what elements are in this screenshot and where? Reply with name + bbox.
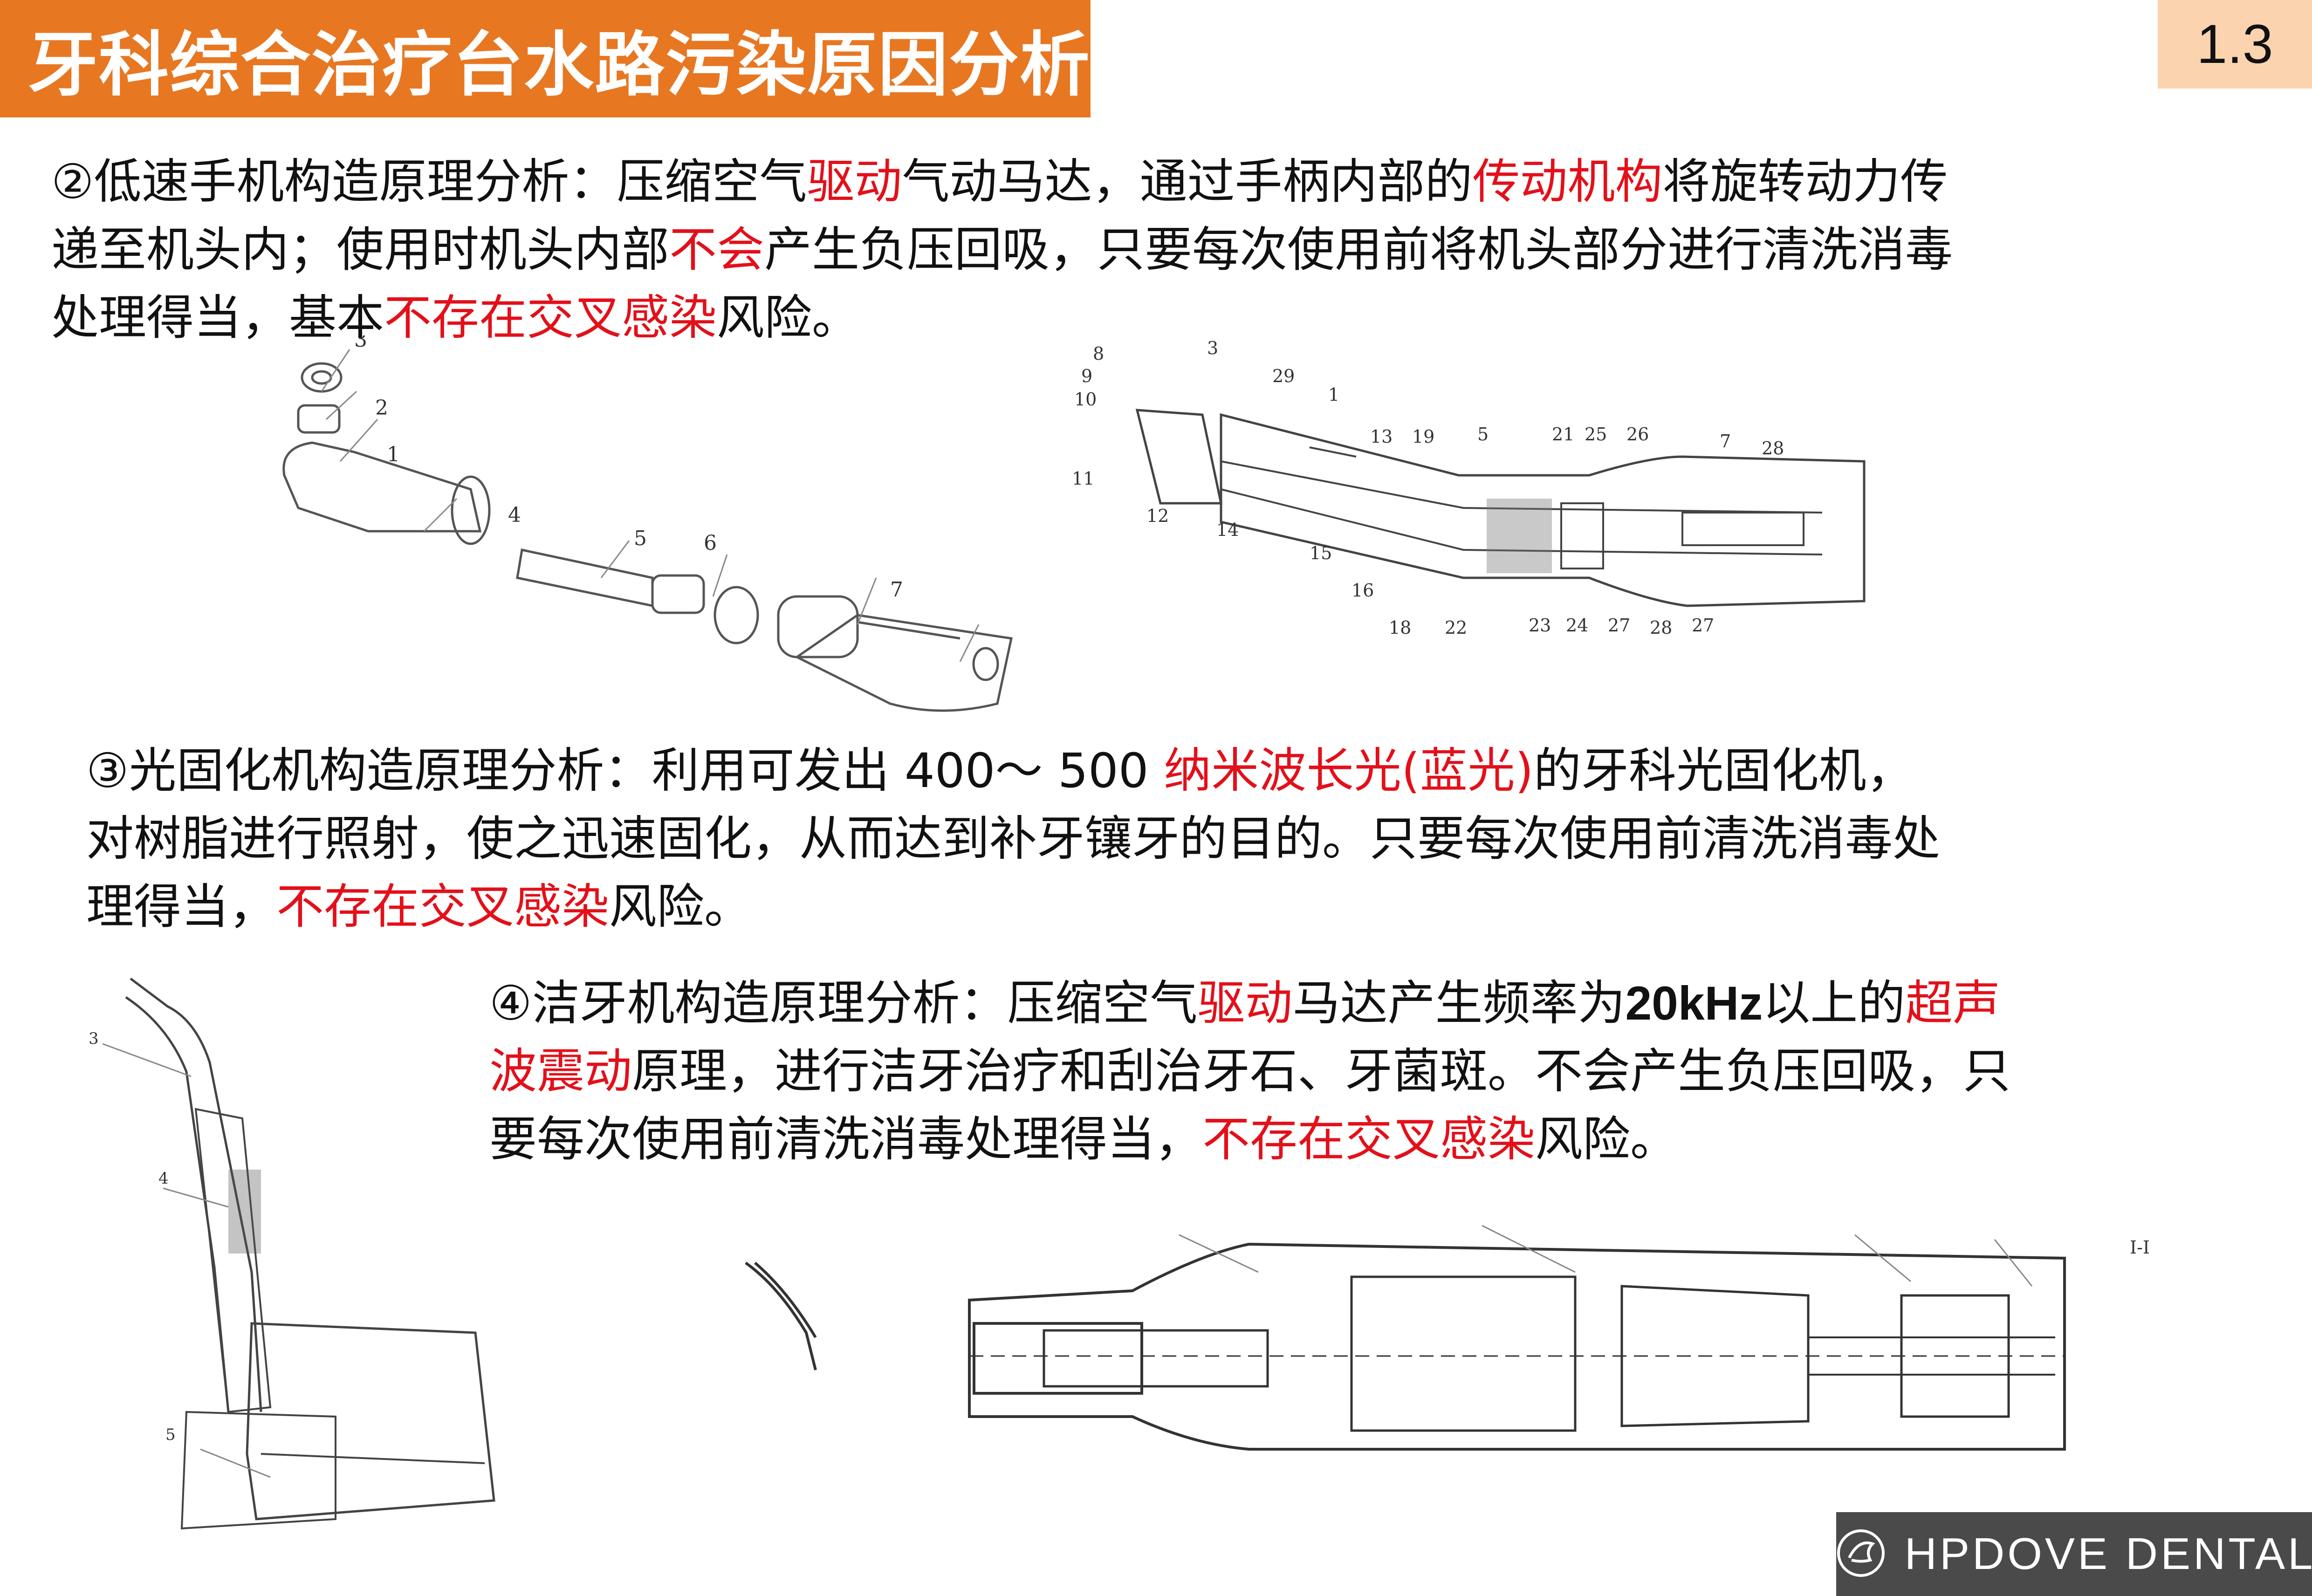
label-27: 27: [1692, 615, 1714, 636]
section-ultrasonic-scaler: ④洁牙机构造原理分析：压缩空气驱动马达产生频率为20kHz以上的超声 波震动原理…: [489, 969, 2010, 1174]
label-3: 3: [1207, 338, 1218, 358]
section-low-speed-handpiece: ②低速手机构造原理分析：压缩空气驱动气动马达，通过手柄内部的传动机构将旋转动力传…: [51, 148, 1953, 352]
text-line: ③光固化机构造原理分析：利用可发出 400～ 500 纳米波长光(蓝光)的牙科光…: [86, 743, 1914, 799]
text-line: ④洁牙机构造原理分析：压缩空气驱动马达产生频率为20kHz以上的超声: [489, 976, 2001, 1031]
ultrasonic-scaler-diagram: I-I: [736, 1216, 2172, 1459]
label-24: 26: [1626, 424, 1649, 445]
label-29: 29: [1272, 366, 1295, 386]
text-line: 递至机头内；使用时机头内部不会产生负压回吸，只要每次使用前将机头部分进行清洗消毒: [51, 222, 1953, 278]
label-5: 5: [634, 527, 647, 550]
text-line: ②低速手机构造原理分析：压缩空气驱动气动马达，通过手柄内部的传动机构将旋转动力传: [51, 154, 1948, 210]
label-21: 23: [1529, 615, 1551, 636]
text-line: 要每次使用前清洗消毒处理得当，不存在交叉感染风险。: [489, 1112, 1678, 1167]
label-4: 4: [158, 1169, 169, 1188]
label-12: 12: [1146, 506, 1169, 526]
label-16: 16: [1352, 580, 1374, 601]
label-7: 7: [890, 578, 903, 602]
label-9: 9: [1081, 366, 1092, 386]
text-line: 处理得当，基本不存在交叉感染风险。: [51, 290, 859, 346]
page-title: 牙科综合治疗台水路污染原因分析: [28, 24, 1091, 106]
label-2: 2: [375, 396, 388, 420]
title-bar: 牙科综合治疗台水路污染原因分析: [0, 0, 1091, 117]
label-3: 3: [354, 336, 367, 352]
label-6: 6: [704, 531, 717, 555]
label-3: 3: [89, 1029, 99, 1048]
handpiece-section-diagram: 8 9 10 11 12 3 29 1 13 19 5 21 25 26 7 2…: [1067, 336, 1878, 643]
label-10: 10: [1074, 389, 1097, 410]
label-7: 7: [1720, 431, 1731, 452]
label-22: 24: [1566, 615, 1588, 636]
dove-logo-icon: [1833, 1525, 1889, 1583]
page-number: 1.3: [2158, 0, 2312, 89]
label-26: 28: [1650, 617, 1672, 638]
text-line: 波震动原理，进行洁牙治疗和刮治牙石、牙菌斑。不会产生负压回吸，只: [489, 1044, 2010, 1099]
text-line: 对树脂进行照射，使之迅速固化，从而达到补牙镶牙的目的。只要每次使用前清洗消毒处: [86, 811, 1940, 867]
curing-light-diagram: 3 4 5: [75, 969, 513, 1552]
label-1: 1: [1328, 384, 1339, 405]
text-line: 理得当，不存在交叉感染风险。: [86, 879, 752, 935]
label-5: 5: [165, 1425, 176, 1444]
brand-name: HPDOVE DENTAL: [1904, 1529, 2312, 1579]
label-15: 15: [1310, 543, 1332, 563]
label-11: 11: [1072, 468, 1094, 489]
label-19: 21: [1552, 424, 1574, 445]
label-28: 28: [1762, 438, 1784, 459]
label-8: 8: [1093, 343, 1104, 364]
label-4: 4: [508, 503, 521, 527]
label-13: 13: [1370, 426, 1393, 447]
label-5: 5: [1477, 424, 1489, 445]
label-1: 1: [387, 443, 400, 466]
label-23: 25: [1585, 424, 1607, 445]
label-14: 14: [1216, 520, 1239, 540]
label-18: 18: [1389, 617, 1411, 638]
label-20: 22: [1445, 617, 1467, 638]
exploded-handpiece-diagram: 2 3 1 4 5 6 7: [270, 336, 1021, 718]
label-17: 19: [1412, 426, 1434, 447]
brand-footer: HPDOVE DENTAL: [1836, 1512, 2312, 1596]
section-mark-label: I-I: [2130, 1237, 2150, 1258]
section-curing-light: ③光固化机构造原理分析：利用可发出 400～ 500 纳米波长光(蓝光)的牙科光…: [86, 737, 1940, 941]
label-25: 27: [1608, 615, 1630, 636]
